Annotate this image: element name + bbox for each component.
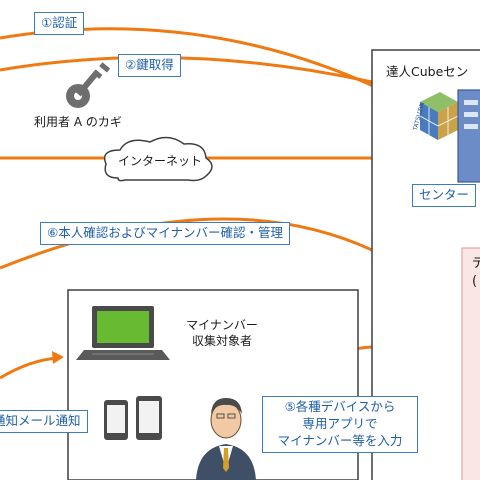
cloud-icon [103,136,213,182]
arrow-to-target-head [52,351,64,364]
data-box-text-2: ( [472,274,478,289]
person-icon [196,398,256,480]
step-mail-notice: 通知メール通知 [0,410,88,433]
laptop-icon [76,306,170,360]
step-input-line2: 専用アプリで [302,415,378,431]
key-icon [66,62,111,108]
arrow-to-target [0,356,59,380]
internet-label: インターネット [118,154,203,168]
target-label: マイナンバー 収集対象者 [174,318,270,349]
step-confirm: ⑥本人確認およびマイナンバー確認・管理 [40,222,290,245]
center-title: 達人Cubeセン [386,64,469,79]
key-label: 利用者 A のカギ [34,115,122,129]
server-label: センター [412,184,477,207]
server-icon [457,89,480,183]
target-label-line2: 収集対象者 [191,333,252,348]
tablet-icon [136,396,162,440]
arrow-confirm [0,217,373,270]
arrow-key [0,56,373,84]
data-box [461,247,480,480]
step-key-get: ②鍵取得 [118,54,181,77]
step-input-line3: マイナンバー等を入力 [277,432,403,448]
smartphone-icon [104,400,128,440]
data-box-text-1: デ [472,256,480,271]
step-auth: ①認証 [34,12,85,35]
step-input-line1: ⑤各種デバイスから [284,399,396,414]
target-label-line1: マイナンバー [186,318,258,332]
step-input: ⑤各種デバイスから 専用アプリで マイナンバー等を入力 [262,396,418,453]
cube-icon: TATSUZIN [412,92,459,140]
